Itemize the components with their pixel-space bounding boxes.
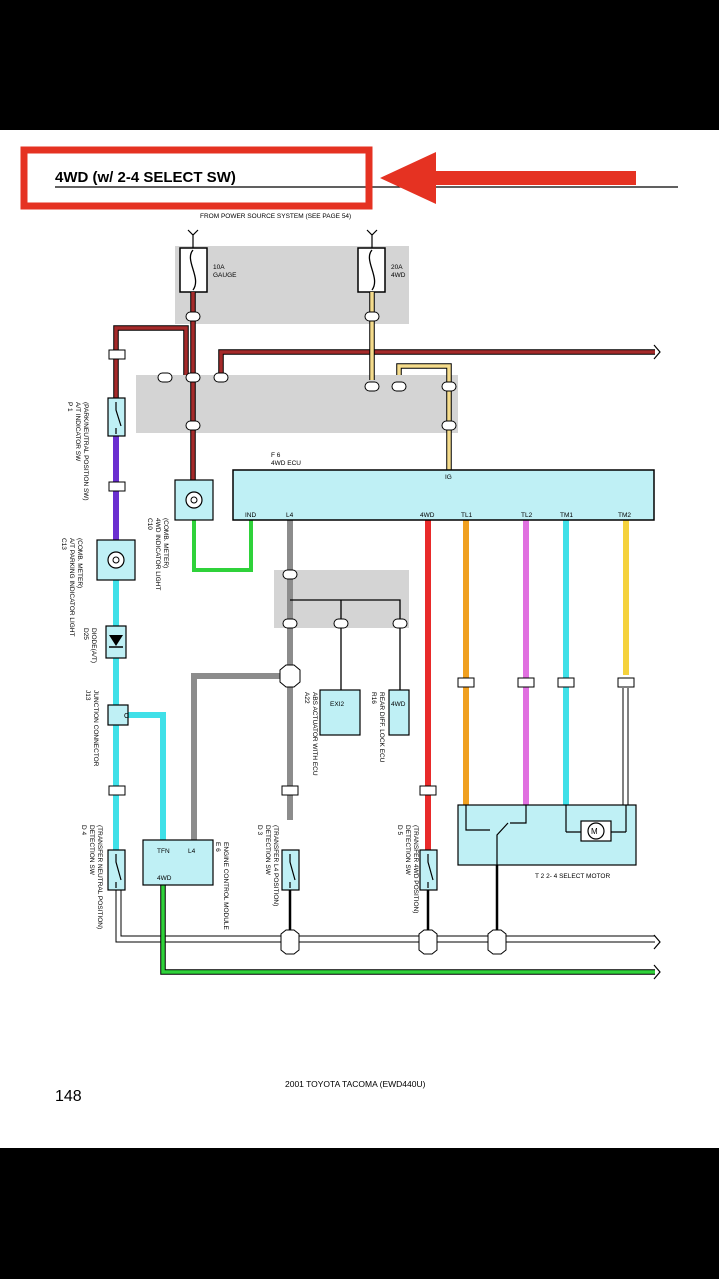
a22-label-line-0: A22 [303,692,310,704]
c10-label-line-2: (COMB. METER) [162,518,169,568]
d25-diode [105,625,127,659]
ecu-pin-l4: L4 [286,512,294,519]
a22-abs-actuator [319,689,361,736]
e6-label-line-1: ENGINE CONTROL MODULE [222,842,229,931]
ecu-pin-4wd: 4WD [420,512,435,519]
e6-pin-l4: L4 [188,848,196,855]
d3-label-line-0: D 3 [256,825,263,836]
d25-label-line-0: D25 [82,628,89,640]
wire-gr-branches [290,599,401,690]
j13-label-line-1: JUNCTION CONNECTOR [92,690,99,767]
e6-pin-tfn: TFN [157,848,170,855]
c13-label-line-2: (COMB. METER) [76,538,83,588]
d25-label-line-1: DIODE(A/T) [90,628,97,663]
d5-label-line-1: DETECTION SW [404,825,411,876]
wire-l-tfn [120,712,166,840]
fuse-4wd [357,247,386,293]
t2-internal-switch [465,805,627,865]
d5-label-line-0: D 5 [396,825,403,836]
ecu-4wd [232,469,655,521]
ecu-pin-tl2: TL2 [521,512,533,519]
d4-label-line-0: D 4 [80,825,87,836]
r16-box-label: 4WD [391,701,406,708]
c13-label-line-1: A/T PARKING INDICATOR LIGHT [68,538,75,637]
r16-label-line-0: R16 [370,692,377,704]
fuse-feed-right [366,229,378,248]
j13-label-line-0: J13 [84,690,91,701]
wiring-diagram: 4WD (w/ 2-4 SELECT SW) FROM POWER SOURCE… [20,146,678,980]
connector-pills [108,311,635,955]
ecu-pin-tm1: TM1 [560,512,573,519]
ecu-code: F 6 [271,452,281,459]
a22-box-label: EXI2 [330,701,344,708]
d4-label-line-2: (TRANSFER NEUTRAL POSITION) [96,825,103,929]
manual-page: 4WD (w/ 2-4 SELECT SW) FROM POWER SOURCE… [0,130,719,1148]
d4-label-line-1: DETECTION SW [88,825,95,876]
ecu-pin-tm2: TM2 [618,512,631,519]
wire-gr-ecm [191,673,286,840]
e6-ecm [142,839,214,886]
c13-lamp [96,539,136,581]
d3-label-line-1: DETECTION SW [264,825,271,876]
r16-rear-diff-ecu [388,689,410,736]
a22-label-line-1: ABS ACTUATOR WITH ECU [311,692,318,776]
junction-block-mid [136,375,458,433]
diagram-title: 4WD (w/ 2-4 SELECT SW) [55,169,236,186]
fuse-gauge-rating: 10A [213,264,225,271]
power-source-note: FROM POWER SOURCE SYSTEM (SEE PAGE 54) [200,213,351,220]
ecu-pin-ind: IND [245,512,257,519]
p1-label-line-2: (PARK/NEUTRAL POSITION SW) [82,402,89,501]
c10-label-line-0: C10 [146,518,153,530]
ecu-name: 4WD ECU [271,460,301,467]
page-number: 148 [55,1088,82,1105]
d5-switch [419,849,438,891]
p1-switch [107,397,126,437]
wire-w [622,688,629,805]
c10-label-line-1: 4WD INDICATOR LIGHT [154,518,161,590]
wire-w-b-ground [115,890,655,943]
fuse-feed-left [187,229,199,248]
e6-label-line-0: E 6 [214,842,221,852]
p1-label-line-0: P 1 [66,402,73,412]
d3-switch [281,849,300,891]
d5-label-line-2: (TRANSFER 4WD POSITION) [412,825,419,913]
p1-label-line-1: A/T INDICATOR SW [74,402,81,462]
motor-symbol: M [591,827,598,836]
ecu-pin-tl1: TL1 [461,512,473,519]
svg-text:C: C [124,713,129,720]
c10-lamp [174,479,214,521]
fuse-gauge-name: GAUGE [213,272,237,279]
ecu-pin-ig: IG [445,474,452,481]
fuse-4wd-rating: 20A [391,264,403,271]
book-title: 2001 TOYOTA TACOMA (EWD440U) [285,1079,426,1089]
wire-g-w [192,520,253,572]
t2-label: T 2 2- 4 SELECT MOTOR [535,873,610,880]
d4-switch [107,849,126,891]
e6-pin-4wd: 4WD [157,875,172,882]
j13-junction [107,704,129,726]
fuse-gauge [179,247,208,293]
wire-g-b [160,885,655,975]
title-highlight-box [20,146,373,210]
c13-label-line-0: C13 [60,538,67,550]
wire-end-marks [653,344,661,980]
fuse-4wd-name: 4WD [391,272,406,279]
red-arrow-icon [380,152,636,204]
d3-label-line-2: (TRANSFER L4 POSITION) [272,825,279,906]
r16-label-line-1: REAR DIFF. LOCK ECU [378,692,385,763]
